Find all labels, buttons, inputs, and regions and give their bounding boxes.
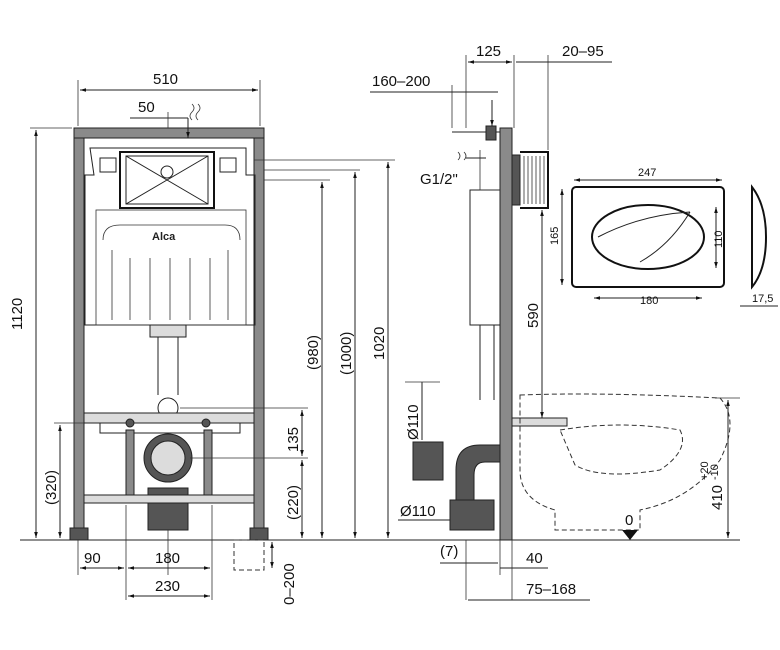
dim-125: 125 (476, 43, 501, 60)
side-downpipe (479, 325, 495, 400)
cistern-body (95, 209, 247, 326)
side-frame-post (499, 127, 513, 541)
valve-symbol (160, 165, 174, 179)
dim-165: 165 (549, 227, 561, 245)
dim-230: 230 (155, 578, 180, 595)
inner-leg-left (125, 429, 135, 501)
side-flush-frame (520, 151, 549, 209)
flush-plate-profile (751, 184, 768, 290)
dim-980: (980) (305, 335, 322, 370)
side-cistern (469, 189, 501, 326)
dim-180-plate: 180 (640, 295, 658, 307)
frame-left-post (73, 127, 85, 541)
zero-label: 0 (625, 512, 633, 529)
cistern-ribs (111, 250, 229, 320)
dim-0-200: 0–200 (281, 563, 298, 605)
water-wave-icon (189, 103, 201, 121)
toilet-bowl (559, 424, 683, 475)
side-water-wave-icon (457, 151, 467, 161)
dim-410: 410 (709, 485, 726, 510)
dim-247: 247 (638, 167, 656, 179)
dim-50: 50 (138, 99, 155, 116)
foot-left (69, 527, 89, 541)
dim-510: 510 (153, 71, 178, 88)
dim-1120: 1120 (9, 298, 26, 330)
brand-logo: Alca (152, 231, 176, 243)
dim-1000: (1000) (338, 332, 355, 375)
right-bracket (219, 157, 237, 173)
frame-top-bar (73, 127, 265, 139)
dim-135: 135 (285, 427, 302, 452)
left-bracket (99, 157, 117, 173)
side-cistern-top (479, 150, 500, 191)
bolt-right (201, 418, 211, 428)
dim-1020: 1020 (371, 327, 388, 360)
flush-button-split (597, 211, 691, 263)
dim-75-168: 75–168 (526, 581, 576, 598)
side-valve (485, 125, 497, 141)
cistern (84, 147, 256, 326)
dim-410-tol-minus: -10 (709, 464, 721, 480)
flush-button (591, 204, 705, 270)
drain-pipe (157, 337, 179, 395)
foot-right (249, 527, 269, 541)
flush-plate (571, 186, 725, 288)
dim-220: (220) (285, 485, 302, 520)
side-elbow (455, 444, 501, 501)
toilet-outline (519, 393, 731, 531)
side-bracket (511, 417, 568, 427)
bracket-plate (99, 422, 241, 434)
dim-90: 90 (84, 550, 101, 567)
bolt-left (125, 418, 135, 428)
side-connector (412, 441, 444, 481)
cross-brace (83, 412, 255, 424)
outlet-pipe (147, 487, 189, 531)
dim-17-5: 17,5 (752, 293, 773, 305)
dim-7: (7) (440, 543, 458, 560)
bottom-brace (83, 494, 255, 504)
side-outlet (449, 499, 495, 531)
dim-590: 590 (525, 303, 542, 328)
dim-180: 180 (155, 550, 180, 567)
side-ribs (523, 156, 545, 204)
inspection-opening (119, 151, 215, 209)
front-view: Alca 510 50 1120 (9, 71, 395, 605)
pipe-110-upper: Ø110 (405, 404, 422, 440)
adjust-range-box (233, 539, 265, 571)
pipe-110-lower: Ø110 (400, 503, 436, 520)
drain-top (149, 324, 187, 338)
flush-plate-view: 247 165 110 180 17,5 (549, 167, 778, 307)
bend-inner (150, 440, 186, 476)
dim-160-200: 160–200 (372, 73, 430, 90)
side-view: G1/2" 125 20–95 160–200 590 Ø110 Ø110 (370, 43, 740, 601)
dim-320: (320) (43, 470, 60, 505)
inspection-cross (125, 155, 209, 205)
dim-110: 110 (713, 230, 725, 248)
cistern-shoulder (102, 224, 241, 241)
zero-marker-icon (622, 530, 638, 540)
dim-20-95: 20–95 (562, 43, 604, 60)
inner-leg-right (203, 429, 213, 501)
dim-40: 40 (526, 550, 543, 567)
dim-410-tol-plus: +20 (699, 461, 711, 480)
side-housing (511, 154, 521, 206)
thread-label: G1/2" (420, 171, 458, 188)
inspection-inner (125, 155, 209, 205)
